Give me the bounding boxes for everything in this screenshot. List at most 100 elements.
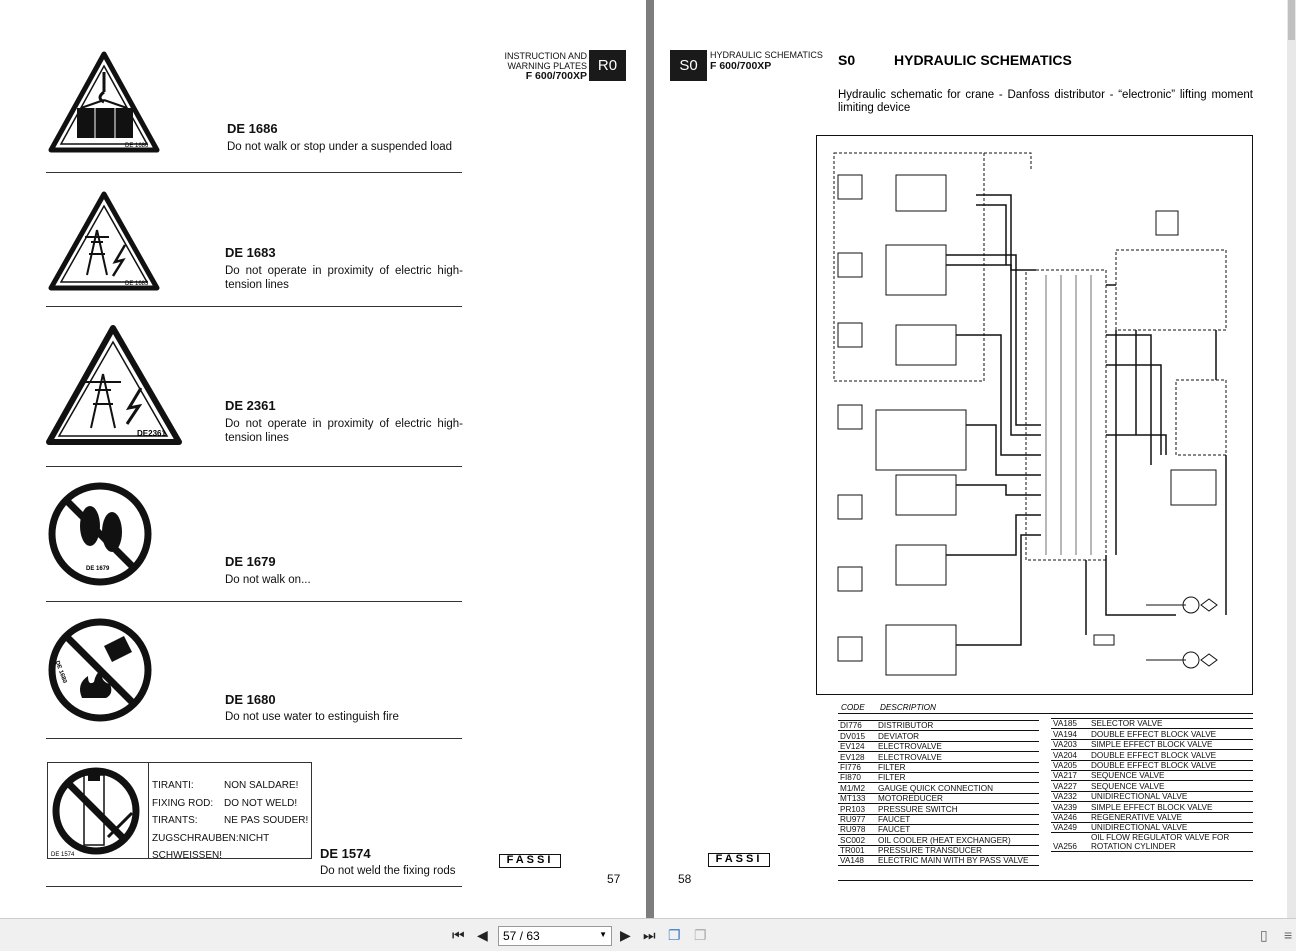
pdf-navigation-toolbar: ⏮ ◀ 57 / 63 ▼ ▶ ⏭ ❐ ❐ ▯ ≡ [0, 918, 1296, 951]
page-field-value: 57 / 63 [503, 929, 540, 943]
cell-code: M1/M2 [838, 782, 876, 794]
cell-code: VA204 [1051, 749, 1089, 761]
cell-description: SIMPLE EFFECT BLOCK VALVE [1089, 739, 1253, 751]
label-term: ZUGSCHRAUBEN: [152, 832, 239, 844]
divider [46, 601, 462, 602]
svg-text:DE 1574: DE 1574 [51, 852, 75, 858]
svg-text:DE 1686: DE 1686 [125, 143, 149, 149]
first-page-icon[interactable]: ⏮ [452, 927, 465, 943]
header-model: F 600/700XP [710, 60, 772, 72]
label-term: TIRANTI: [152, 780, 194, 791]
label-translations: TIRANTI:NON SALDARE!FIXING ROD:DO NOT WE… [152, 777, 311, 865]
no-welding-icon: DE 1574 [51, 767, 140, 858]
electric-lines-warning-icon: DE 1683 [48, 191, 160, 291]
cell-description: SEQUENCE VALVE [1089, 770, 1253, 782]
cell-code: VA148 [838, 855, 876, 867]
cell-code: VA246 [1051, 812, 1089, 823]
plate-code: DE 1686 [227, 121, 278, 136]
high-voltage-warning-icon: DE2361 [46, 325, 182, 445]
header-line2: WARNING PLATES [507, 60, 587, 71]
plate-code: DE 1680 [225, 692, 276, 707]
cell-description: DOUBLE EFFECT BLOCK VALVE [1089, 749, 1253, 761]
cell-description: ELECTROVALVE [876, 751, 1039, 763]
cell-code: EV128 [838, 751, 876, 763]
svg-text:DE 1683: DE 1683 [125, 281, 149, 287]
scrollbar-thumb[interactable] [1288, 0, 1295, 40]
page-number-field[interactable]: 57 / 63 ▼ [498, 926, 612, 946]
column-header-code: CODE [841, 703, 865, 712]
plate-description: Do not use water to estinguish fire [225, 711, 399, 723]
cell-code: DI776 [838, 720, 876, 732]
column-header-description: DESCRIPTION [880, 703, 936, 712]
cell-description: SEQUENCE VALVE [1089, 780, 1253, 792]
divider [46, 172, 462, 173]
table-header-row: CODE DESCRIPTION [838, 703, 1253, 714]
page-number: 57 [607, 872, 621, 886]
plate-code: DE 1574 [320, 846, 371, 861]
left-page: INSTRUCTION AND WARNING PLATES F 600/700… [0, 0, 646, 918]
do-not-walk-icon: DE 1679 [48, 482, 152, 586]
cell-description: OIL COOLER (HEAT EXCHANGER) [876, 834, 1039, 846]
label-term: FIXING ROD: [152, 797, 214, 809]
hydraulic-schematic-diagram [816, 135, 1253, 695]
next-view-icon[interactable]: ❐ [694, 927, 707, 943]
divider [46, 738, 462, 739]
cell-description: OIL FLOW REGULATOR VALVE FOR ROTATION CY… [1089, 832, 1253, 853]
cell-description: UNIDIRECTIONAL VALVE [1089, 822, 1253, 834]
divider [46, 466, 462, 467]
label-row: TIRANTS:NE PAS SOUDER! [152, 812, 311, 830]
single-page-view-icon[interactable]: ▯ [1260, 927, 1268, 943]
section-header-text: INSTRUCTION AND WARNING PLATES F 600/700… [500, 51, 587, 82]
vertical-scrollbar[interactable] [1287, 0, 1296, 918]
label-warning: NE PAS SOUDER! [224, 815, 309, 826]
svg-text:DE 1679: DE 1679 [86, 566, 110, 572]
continuous-view-icon[interactable]: ≡ [1284, 927, 1293, 943]
section-code: S0 [838, 52, 856, 68]
cell-description: SELECTOR VALVE [1089, 718, 1253, 730]
cell-code: VA256 [1051, 832, 1089, 853]
label-warning: NON SALDARE! [224, 780, 299, 791]
svg-text:DE2361: DE2361 [137, 429, 166, 438]
chevron-down-icon[interactable]: ▼ [599, 930, 607, 939]
plate-code: DE 1679 [225, 554, 276, 569]
previous-page-icon[interactable]: ◀ [477, 927, 488, 943]
cell-code: DV015 [838, 730, 876, 742]
last-page-icon[interactable]: ⏭ [643, 927, 656, 943]
right-page: S0 HYDRAULIC SCHEMATICS F 600/700XP S0 H… [654, 0, 1287, 918]
cell-description: FILTER [876, 762, 1039, 773]
cell-code: VA239 [1051, 801, 1089, 813]
plate-description: Do not operate in proximity of electric … [225, 265, 463, 291]
cell-code: VA205 [1051, 760, 1089, 771]
plate-description: Do not walk or stop under a suspended lo… [227, 141, 453, 153]
cell-code: MT133 [838, 793, 876, 805]
previous-view-icon[interactable]: ❐ [668, 927, 681, 943]
cell-code: PR103 [838, 803, 876, 815]
cell-code: RU977 [838, 814, 876, 825]
cell-description: ELECTRIC MAIN WITH BY PASS VALVE [876, 855, 1039, 867]
divider [46, 886, 462, 887]
cell-code: RU978 [838, 824, 876, 836]
next-page-icon[interactable]: ▶ [620, 927, 631, 943]
cell-code: VA217 [1051, 770, 1089, 782]
cell-code: VA203 [1051, 739, 1089, 751]
